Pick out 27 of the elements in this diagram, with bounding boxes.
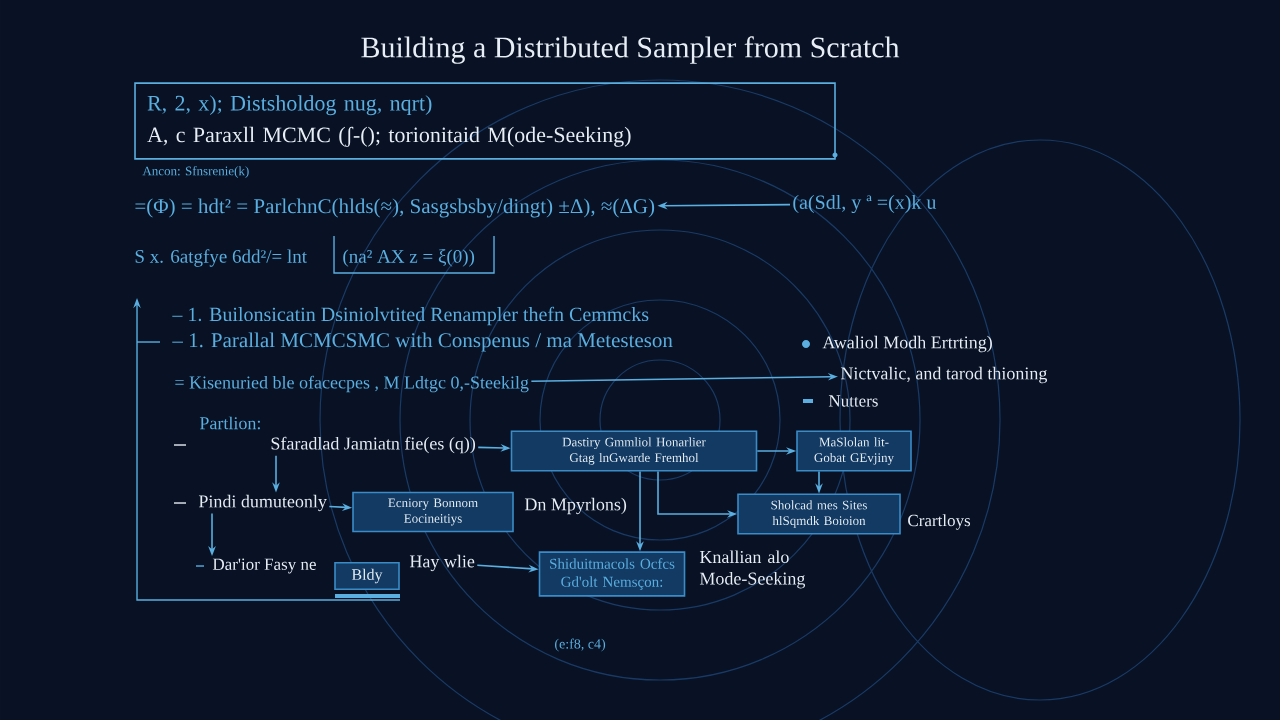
node-text: =(Φ) = hdt² = ParlchnC(hlds(≈), Sasgsbsby/dingt) ±Δ), ≈(ΔG) [135,198,655,218]
label-text: – 1. Parallal MCMCSMC with Conspenus / ma Metesteson [172,332,673,352]
label-text: Awaliol Modh Ertrting) [822,335,992,353]
label-text: – 1. Builonsicatin Dsiniolvtited Renampler thefn Cemmcks [172,306,649,326]
process-box: Bldy [334,561,400,591]
process-box: Sholcad mes Sites hlSqmdk Boioion [737,493,901,535]
node-text: Pindi dumuteonly [198,494,327,512]
label-text: Nutters [828,395,878,407]
label-text: Partlion: [199,416,260,430]
process-box: Shiduitmacols Ocfcs Gd'olt Nemsçon: [538,551,686,597]
node-text: (a(Sdl, y ª =(x)k u [793,194,937,214]
label-text: (na² AX z = ξ(0)) [343,249,475,267]
node-text: Hay wlie [409,554,475,572]
process-box: Dastiry Gmmliol Honarlier Gtag lnGwarde Fremhol [510,430,758,472]
node-text: Dar'ior Fasy ne [212,558,316,574]
process-box: MaSlolan lit- Gobat GEvjiny [796,430,912,472]
node-text: Nictvalic, and tarod thioning [840,366,1048,384]
header-box: R, 2, x); Distsholdog nug, nqrt) A, c Paraxll MCMC (ʃ-(); torionitaid M(ode-Seeking) [134,82,836,160]
label-text: (e:f8, c4) [555,638,606,652]
title: Building a Distributed Sampler from Scratch [361,36,900,64]
process-box: Ecniory Bonnom Eocineitiys [352,491,514,533]
label-text: S x. 6atgfye 6dd²/= lnt [135,249,307,267]
label-text: Crartloys [908,514,971,530]
label-text: Dn Mpyrlons) [524,497,627,515]
node-text: = Kisenuried ble ofacecpes , M Ldtgc 0,-Steekilg [175,375,529,393]
label-text: Knallian alo Mode-Seeking [699,550,806,589]
node-text: Sfaradlad Jamiatn fie(es (q)) [271,436,476,454]
